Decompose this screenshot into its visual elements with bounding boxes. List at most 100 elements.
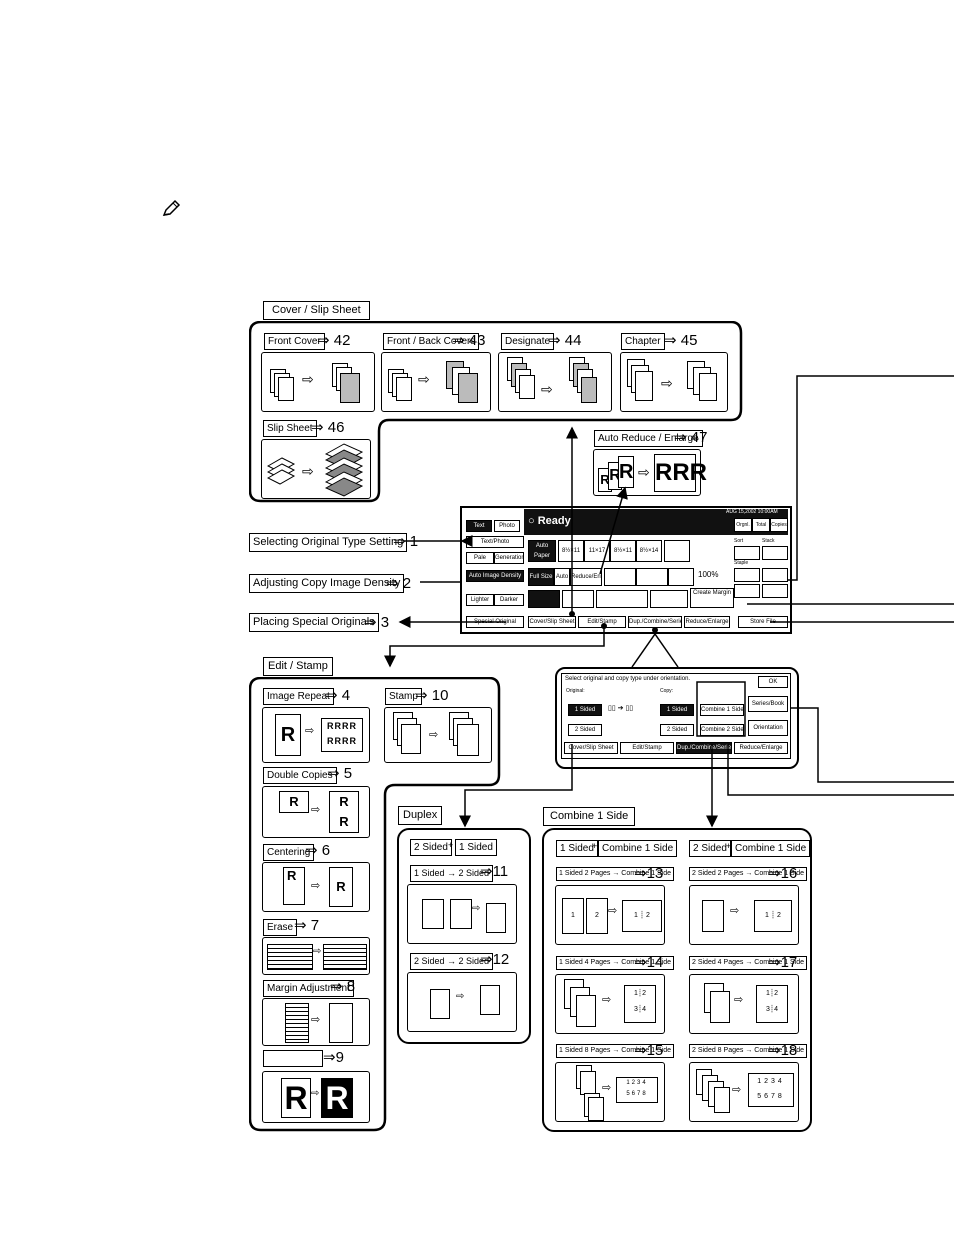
tab-edit-stamp[interactable]: Edit/Stamp	[620, 742, 674, 754]
page-number: 7	[310, 917, 320, 934]
centering-label: Centering	[263, 844, 315, 861]
front-cover-illustration: ⇨	[261, 352, 375, 412]
copier-control-panel: ○ Ready AUG 15,2002 10:00AM Text Photo T…	[460, 506, 792, 634]
auto-image-density-button[interactable]: Auto Image Density	[466, 570, 524, 582]
slip-sheet-illustration: ⇨	[261, 439, 371, 499]
reduce-enlarge-tab-button[interactable]: Reduce/Enlarge	[684, 616, 730, 628]
slip-sheet-label: Slip Sheet	[263, 420, 317, 437]
combine-1-side-button[interactable]: Combine 1 Side	[700, 704, 744, 716]
page-number: 5	[343, 765, 353, 782]
density-page: ⇒ 2	[386, 575, 412, 592]
tray-1-button[interactable]: 8½×11	[558, 540, 584, 562]
full-size-button[interactable]: Full Size	[528, 568, 554, 586]
sort-button[interactable]	[734, 546, 760, 560]
staple-button-1[interactable]	[734, 568, 760, 582]
bypass-tray-button[interactable]	[664, 540, 690, 562]
duplex-header-2sided: 2 Sided	[410, 839, 452, 856]
create-margin-button[interactable]: Create Margin	[690, 588, 734, 608]
store-file-button[interactable]: Store File	[738, 616, 788, 628]
page-number: 15	[646, 1042, 664, 1059]
designate-illustration: ⇨	[498, 352, 612, 412]
orientation-button[interactable]: Orientation	[748, 720, 788, 736]
cover-slip-group-title: Cover / Slip Sheet	[263, 301, 370, 320]
combine-16-illustration: ⇨ 1 ┊ 2	[689, 885, 799, 945]
generation-button[interactable]: Generation	[494, 552, 524, 564]
staple-button-2[interactable]	[762, 568, 788, 582]
tray-3-button[interactable]: 8½×11	[610, 540, 636, 562]
page-number: 1	[409, 533, 419, 550]
stamp-page: ⇒ 10	[415, 687, 449, 704]
image-repeat-page: ⇒ 4	[325, 687, 351, 704]
combine-item-14-label: 1 Sided 4 Pages → Combine 1 Side	[556, 956, 675, 970]
series-book-button[interactable]: Series/Book	[748, 696, 788, 712]
copy-2-sided-button[interactable]: 2 Sided	[660, 724, 694, 736]
chapter-label: Chapter	[621, 333, 665, 350]
combine-item-13-label: 1 Sided 2 Pages → Combine 1 Side	[556, 867, 675, 881]
series-indicator	[650, 590, 688, 608]
page-number: 47	[690, 429, 708, 446]
chapter-illustration: ⇨	[620, 352, 728, 412]
auto-paper-select-button[interactable]: Auto Paper Select▶	[528, 540, 556, 562]
original-1-sided-button[interactable]: 1 Sided	[568, 704, 602, 716]
tab-cover-slip[interactable]: Cover/Slip Sheet	[564, 742, 618, 754]
duplex-header-1sided: 1 Sided	[455, 839, 497, 856]
staple-button-4[interactable]	[762, 584, 788, 598]
orientation-indicator	[596, 590, 648, 608]
text-mode-button[interactable]: Text	[466, 520, 492, 532]
reduce-enlarge-button[interactable]: Reduce/Enlarge	[570, 568, 602, 586]
tray-2-button[interactable]: 11×17	[584, 540, 610, 562]
status-ready: ○ Ready	[528, 515, 571, 527]
ok-button[interactable]: OK	[758, 676, 788, 688]
duplex-indicator	[528, 590, 560, 608]
lighter-button[interactable]: Lighter	[466, 594, 494, 606]
page-number: 45	[680, 332, 698, 349]
copies-counter: Copies	[770, 518, 788, 532]
combine-item-16-label: 2 Sided 2 Pages → Combine 1 Side	[689, 867, 808, 881]
stack-button[interactable]	[762, 546, 788, 560]
edit-stamp-button[interactable]: Edit/Stamp	[578, 616, 626, 628]
preset-ratio-1[interactable]	[604, 568, 636, 586]
centering-illustration: R ⇨ R	[262, 862, 370, 912]
photo-mode-button[interactable]: Photo	[494, 520, 520, 532]
cover-slip-sheet-button[interactable]: Cover/Slip Sheet	[528, 616, 576, 628]
combine-13-illustration: 1 2 ⇨ 1 ┊ 2	[555, 885, 665, 945]
designate-label: Designate	[501, 333, 555, 350]
combine-item-18-label: 2 Sided 8 Pages → Combine 1 Side	[689, 1044, 808, 1058]
combine-item-13-page: ⇒13	[634, 865, 664, 882]
auto-reduce-button[interactable]: Auto	[554, 568, 570, 586]
page-number: 16	[780, 865, 798, 882]
combine-item-18-page: ⇒18	[768, 1042, 798, 1059]
page-number: 12	[492, 951, 510, 968]
stack-label: Stack	[762, 538, 775, 544]
negative-positive-illustration: R ⇨ R	[262, 1071, 370, 1123]
auto-reduce-page: ⇒ 47	[674, 429, 708, 446]
original-2-sided-button[interactable]: 2 Sided	[568, 724, 602, 736]
preset-ratio-2[interactable]	[636, 568, 668, 586]
front-back-covers-page: ⇒ 43	[452, 332, 486, 349]
tray-4-button[interactable]: 8½×14	[636, 540, 662, 562]
text-photo-button[interactable]: Text/Photo	[466, 536, 524, 548]
note-pencil-icon	[161, 199, 181, 219]
original-label: Original:	[566, 688, 585, 694]
staple-button-3[interactable]	[734, 584, 760, 598]
tab-dup-combine[interactable]: Dup./Combine/Series	[676, 742, 732, 754]
copy-1-sided-button[interactable]: 1 Sided	[660, 704, 694, 716]
combine-2-side-button[interactable]: Combine 2 Side	[700, 724, 744, 736]
special-originals-page: ⇒ 3	[364, 614, 390, 631]
preset-ratio-3[interactable]	[668, 568, 694, 586]
ratio-display: 100%	[698, 570, 719, 579]
combine-item-17-page: ⇒17	[768, 954, 798, 971]
pale-button[interactable]: Pale	[466, 552, 494, 564]
erase-illustration: ⇨	[262, 937, 370, 975]
erase-label: Erase	[263, 919, 298, 936]
special-original-button[interactable]: Special Original	[466, 616, 524, 628]
tab-reduce-enlarge[interactable]: Reduce/Enlarge	[734, 742, 788, 754]
combine-group-title: Combine 1 Side	[543, 807, 636, 826]
chapter-page: ⇒ 45	[664, 332, 698, 349]
darker-button[interactable]: Darker	[494, 594, 524, 606]
dup-combine-series-button[interactable]: Dup./Combine/Series	[628, 616, 682, 628]
